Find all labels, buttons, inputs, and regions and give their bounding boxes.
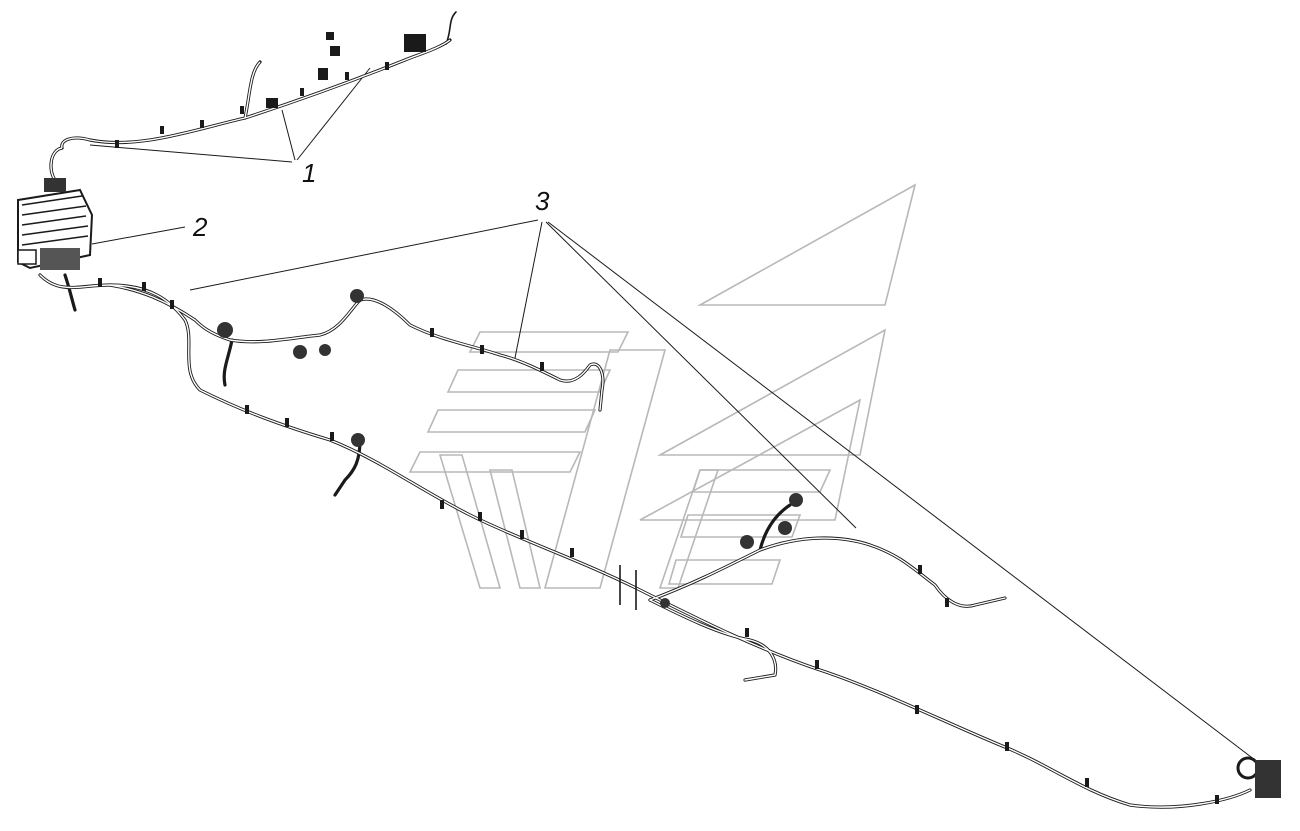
leader-2 xyxy=(91,226,186,245)
leader-3b xyxy=(514,221,543,359)
manufacturer-logo-watermark xyxy=(408,183,917,589)
leader-lines xyxy=(89,67,1256,761)
harness-1 xyxy=(49,11,457,182)
callout-2: 2 xyxy=(192,212,208,242)
callout-1: 1 xyxy=(302,158,316,188)
callout-3: 3 xyxy=(535,186,550,216)
harness-3-clips xyxy=(98,278,1219,804)
callout-labels: 1 2 3 xyxy=(192,158,550,242)
leader-1a xyxy=(89,144,293,163)
harness-3 xyxy=(38,273,1252,809)
harness-1-clips xyxy=(115,32,426,148)
leader-3d xyxy=(547,221,1256,761)
harness-3-inner xyxy=(39,274,1251,808)
break-mark xyxy=(619,565,637,610)
leader-3a xyxy=(189,219,539,291)
leader-1c xyxy=(296,67,371,161)
harness-1-inner xyxy=(50,39,451,181)
connectors xyxy=(217,289,1281,798)
leader-3c xyxy=(545,221,857,529)
control-unit xyxy=(17,178,94,270)
leader-1b xyxy=(281,109,296,161)
